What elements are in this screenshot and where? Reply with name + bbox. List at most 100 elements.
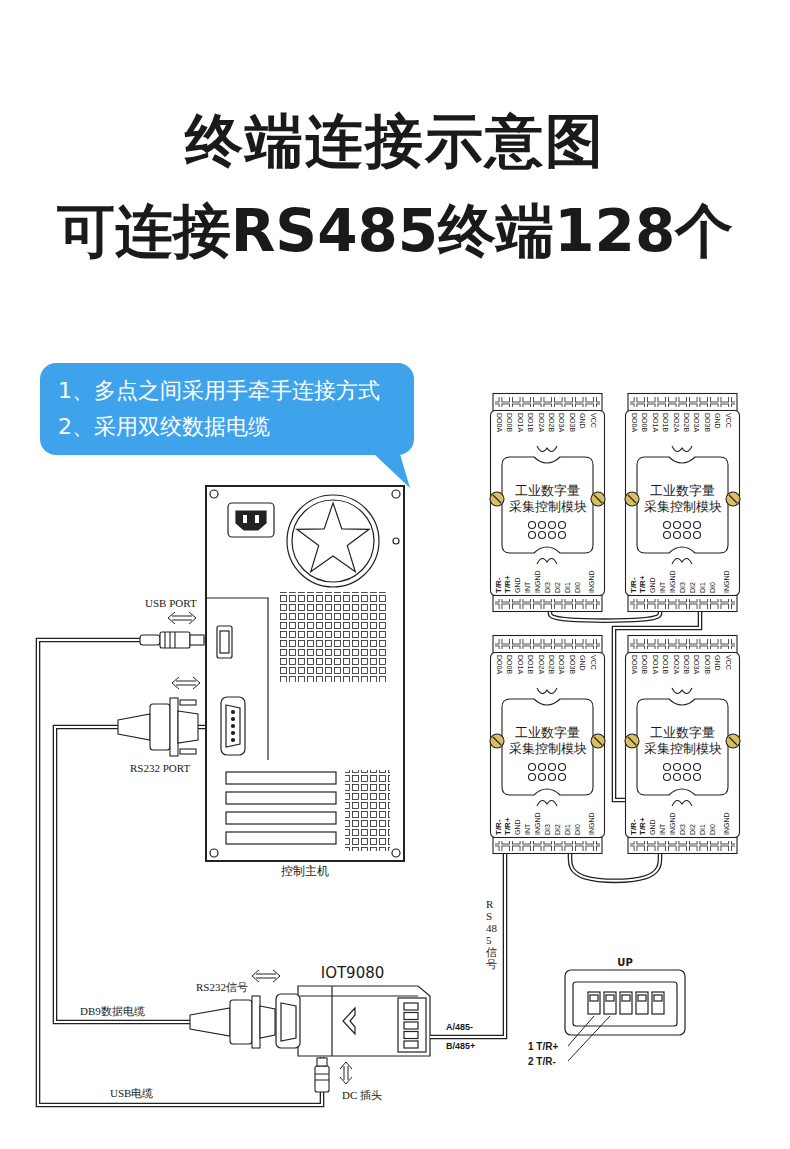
pin-label: DI3 [679,824,687,835]
cable [570,854,660,881]
pin-label: T/R- [494,819,503,835]
control-host-text: 控制主机 [207,864,403,878]
converter-drawing [404,1013,418,1020]
pin-label: DO3B [568,413,576,432]
control-host: 控制主机 [205,485,405,862]
pin-label: GND [713,655,721,671]
pin-label: DO2A [537,655,545,674]
terminal-drawing [565,970,685,1035]
db9-plug [178,711,198,743]
pin-label: DO3B [703,655,711,674]
callout-tail [374,454,410,488]
pin-label: DO0A [495,413,503,432]
cable [550,612,660,621]
pin-label: DO0B [640,655,648,674]
subtitle: 可连接RS485终端128个 [0,196,790,266]
host-details [207,598,268,760]
pin-label: INT [659,582,667,593]
pin-label: DI0 [574,824,582,835]
pin-label: DI1 [564,582,572,593]
converter-drawing [404,1003,418,1010]
cable [430,854,505,1037]
pin-label: DO2A [672,655,680,674]
converter-drawing [343,1008,355,1034]
module-drawings [490,636,605,854]
pin-label: GND [578,655,586,671]
host-details [226,705,240,747]
host-details [232,718,235,721]
port-label: RS232 PORT [130,762,190,775]
cable-core [550,612,660,621]
dc-plug [317,1058,327,1066]
host-details [255,515,259,523]
pin-label: DO0A [495,655,503,674]
module-drawings [490,394,740,854]
host-details [226,812,336,824]
pin-label: DO1A [651,413,659,432]
pin-label: 1 T/R+ [528,1041,558,1053]
pin-label: T/R+ [503,575,512,593]
host-details [220,631,229,653]
pin-label: INGND [723,570,731,593]
pin-label: VCC [589,413,597,428]
io-module-text: 工业数字量 采集控制模块 [506,483,589,515]
pin-label: T/R+ [638,817,647,835]
signal-label: RS485信号 [486,898,497,971]
pin-label: 2 T/R- [528,1056,556,1068]
db9-plug [190,996,275,1048]
host-details [232,725,235,728]
usb-plug [165,632,175,648]
pin-label: INGND [723,812,731,835]
host-details [221,697,245,755]
leader-line [568,1016,610,1061]
double-arrow [168,612,196,624]
host-details [226,772,336,784]
db9-plug [118,714,150,740]
pin-label: DO2B [682,413,690,432]
pin-label: INGND [588,570,596,593]
terminal-drawing [588,992,600,1014]
host-details [207,490,400,857]
double-arrow [168,612,352,1084]
db9-plug [180,749,196,754]
pin-label: GND [649,819,657,835]
terminal-drawing [652,992,664,1014]
pin-label: T/R+ [503,817,512,835]
usb-plug [190,635,204,645]
pin-label: INGND [669,812,677,835]
host-details [392,849,400,857]
cable [38,640,322,1105]
pin-label: DO1B [661,655,669,674]
cable [550,612,660,621]
cable [614,612,700,800]
converter-drawing [404,1041,418,1048]
terminal-drawing [654,995,662,1001]
pin-label: GND [713,413,721,429]
cable [55,727,275,1022]
terminal-drawing [565,970,685,1035]
plug-label: DC 插头 [342,1089,382,1102]
pin-label: DI0 [574,582,582,593]
cable [570,854,660,881]
pin-label: DO3A [692,655,700,674]
pin-label: DO2B [682,655,690,674]
converter-drawing [398,998,426,1052]
pin-label: DO1A [516,413,524,432]
cable-core [614,612,700,800]
usb-plug [140,632,204,648]
host-details [232,739,235,742]
pin-label: DI0 [709,582,717,593]
cable-label: DB9数据电缆 [80,1005,145,1018]
pin-label: DO3A [692,413,700,432]
pin-label: DO1B [526,655,534,674]
db9-plug [260,1006,275,1038]
cable [55,727,275,1022]
pin-label: INGND [534,812,542,835]
pin-label: VCC [724,655,732,670]
host-details [232,732,235,735]
db9-plug [230,1000,252,1044]
pin-label: INGND [534,570,542,593]
cable [38,640,322,1105]
pin-label: DO2A [672,413,680,432]
pin-label: GND [514,577,522,593]
